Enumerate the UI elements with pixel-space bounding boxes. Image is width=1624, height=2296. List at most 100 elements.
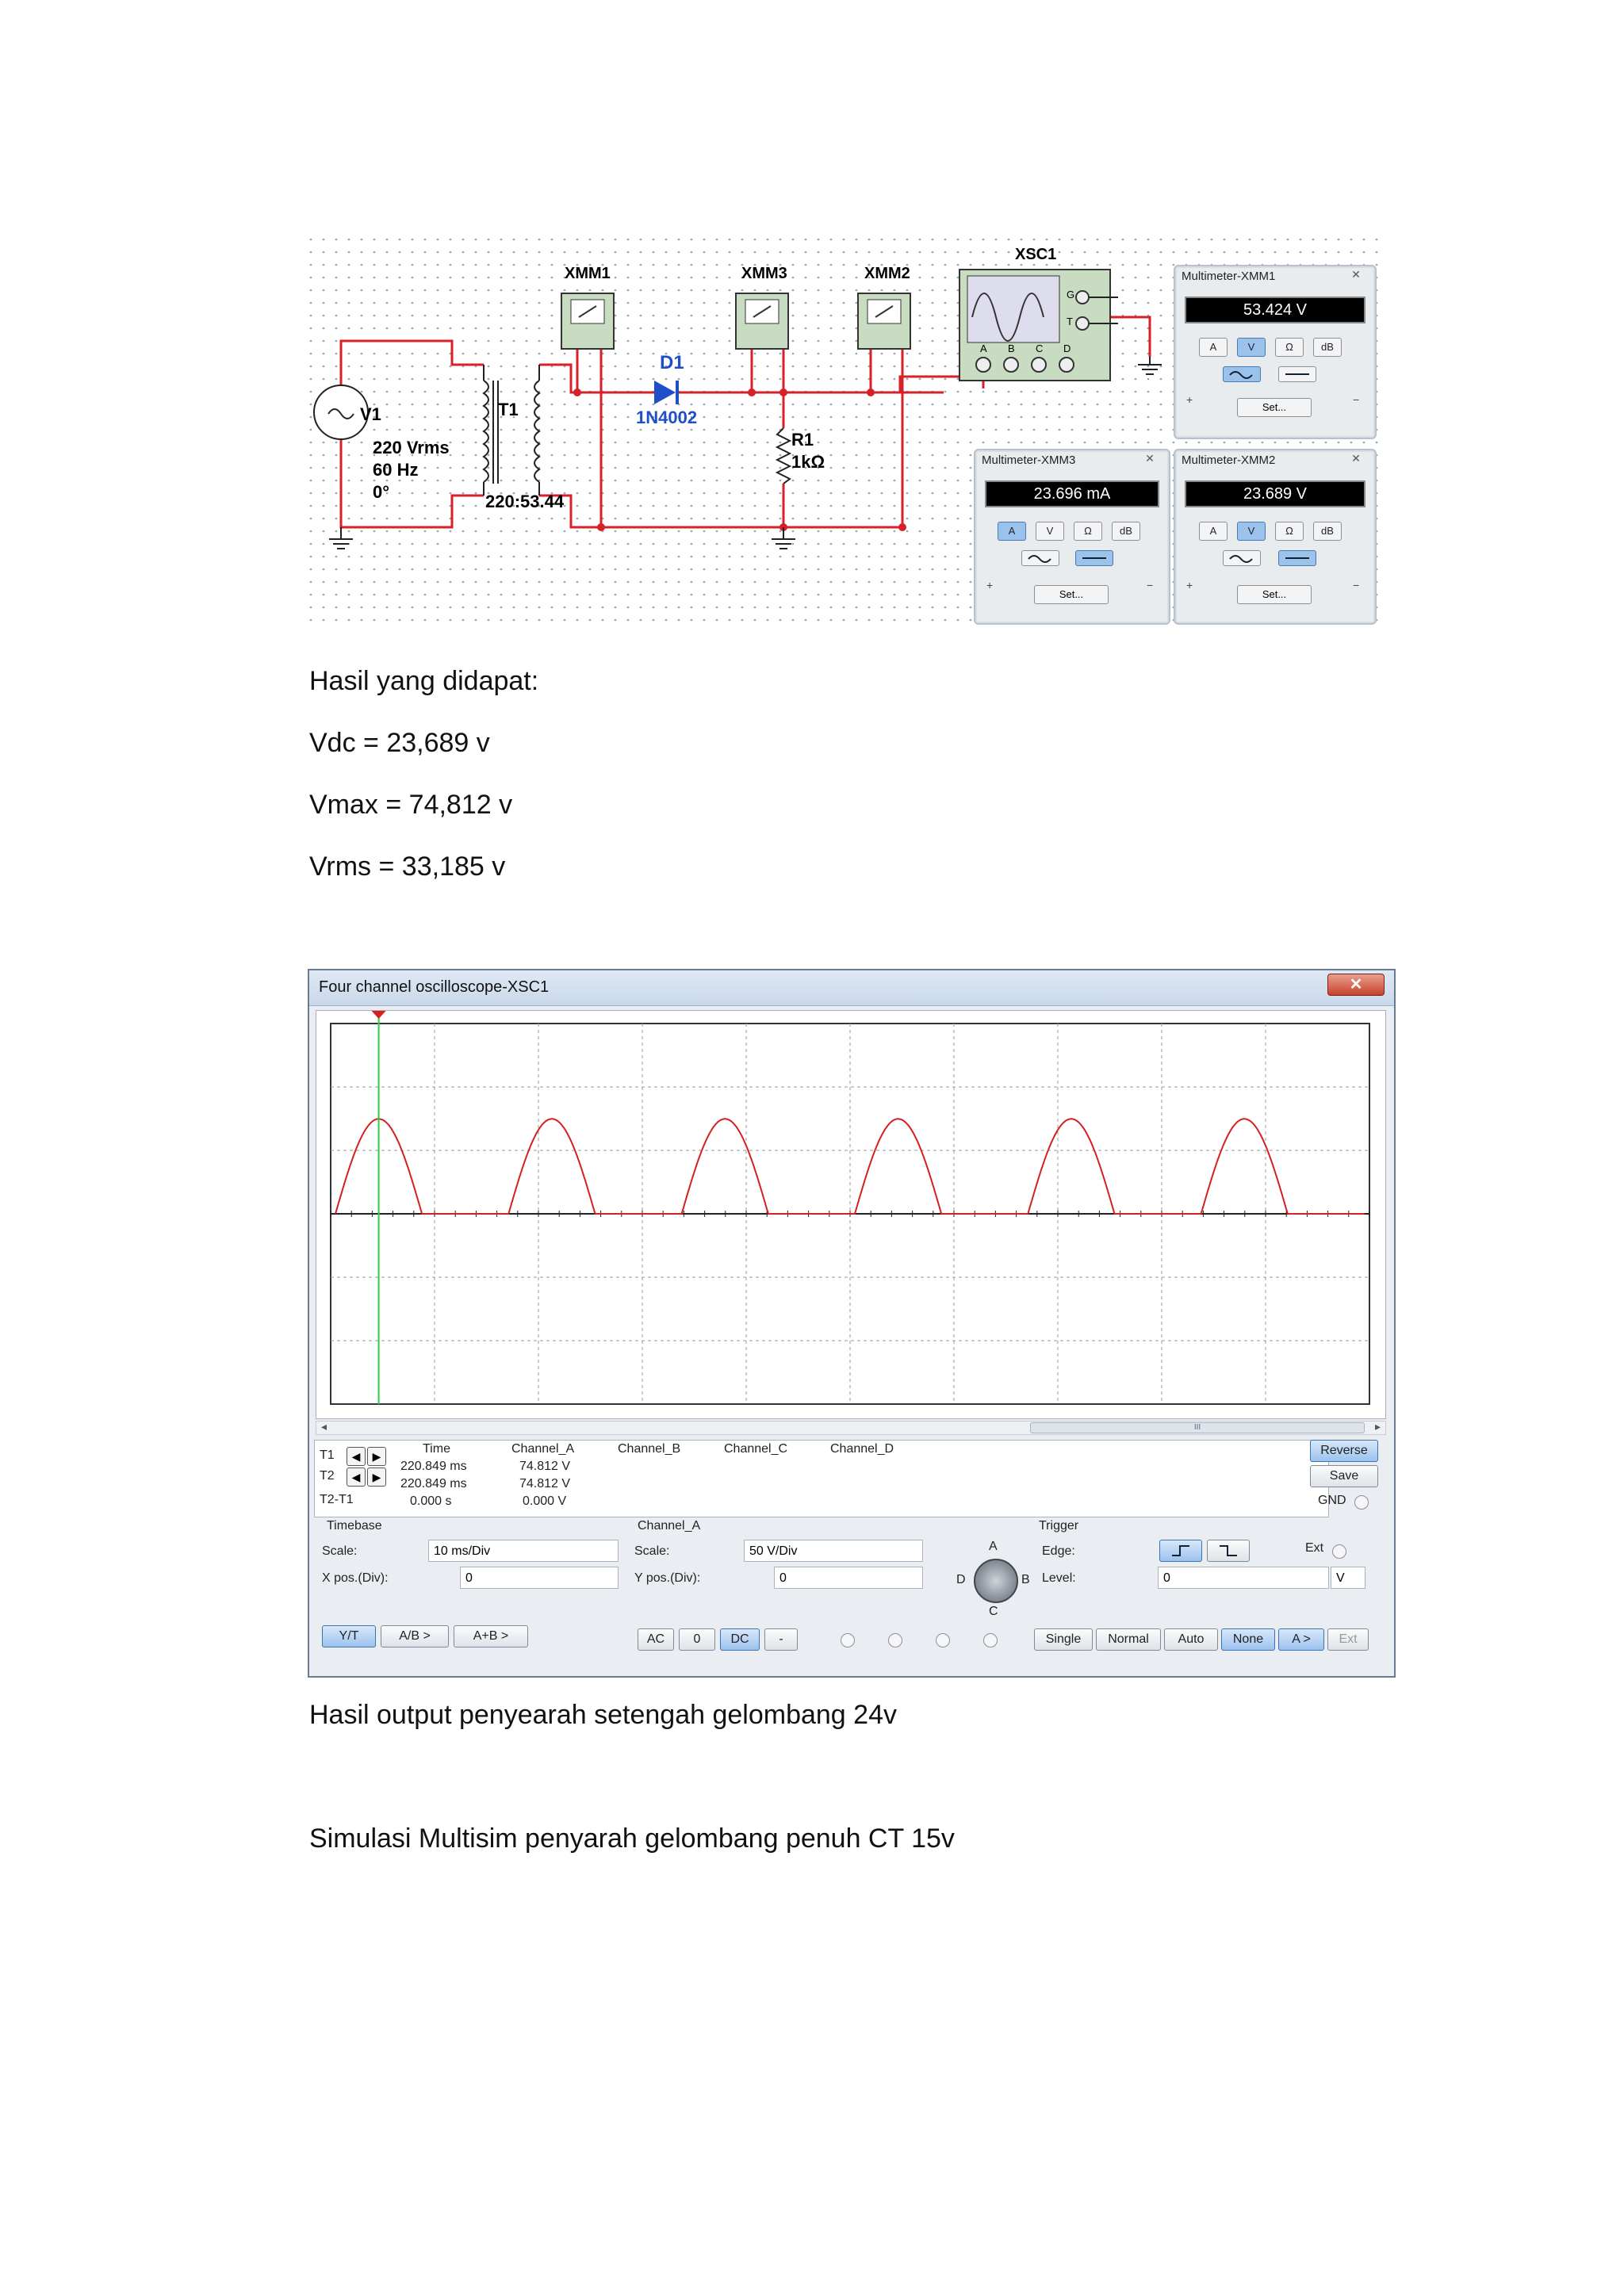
decibel-mode-button[interactable]: dB <box>1112 522 1140 541</box>
scope-g-terminal: G <box>1067 289 1075 300</box>
reverse-button[interactable]: Reverse <box>1310 1440 1378 1462</box>
scroll-right-icon[interactable]: ▸ <box>1374 1420 1381 1433</box>
ohmmeter-mode-button[interactable]: Ω <box>1275 522 1304 541</box>
trigger-ext-label: Ext <box>1305 1541 1324 1555</box>
ac-mode-button[interactable] <box>1021 550 1059 566</box>
scope-t-terminal: T <box>1067 316 1073 327</box>
channel-d-terminal[interactable] <box>983 1633 998 1647</box>
multimeter-title: Multimeter-XMM3 <box>982 453 1076 467</box>
trigger-source-ext-button[interactable]: Ext <box>1327 1628 1369 1651</box>
t2-left-arrow-icon[interactable]: ◀ <box>347 1468 366 1487</box>
trigger-level-label: Level: <box>1042 1571 1076 1585</box>
t1-right-arrow-icon[interactable]: ▶ <box>367 1447 386 1466</box>
auto-trigger-button[interactable]: Auto <box>1164 1628 1218 1651</box>
knob-b-label: B <box>1021 1573 1030 1586</box>
rising-edge-button[interactable] <box>1159 1540 1202 1562</box>
oscilloscope-window[interactable]: Four channel oscilloscope-XSC1 ✕ ◂ III ▸… <box>308 969 1396 1678</box>
decibel-mode-button[interactable]: dB <box>1313 338 1342 357</box>
ac-coupling-button[interactable]: AC <box>638 1628 674 1651</box>
channel-c-terminal[interactable] <box>936 1633 950 1647</box>
yt-mode-button[interactable]: Y/T <box>322 1625 376 1647</box>
window-titlebar[interactable]: Four channel oscilloscope-XSC1 ✕ <box>309 970 1394 1006</box>
dc-line-icon <box>1082 557 1106 559</box>
trigger-edge-label: Edge: <box>1042 1544 1075 1558</box>
multimeter-reading: 53.424 V <box>1185 297 1365 323</box>
save-button[interactable]: Save <box>1310 1465 1378 1487</box>
ac-mode-button[interactable] <box>1223 550 1261 566</box>
decibel-mode-button[interactable]: dB <box>1313 522 1342 541</box>
ac-mode-button[interactable] <box>1223 366 1261 382</box>
cursor-t1-label: T1 <box>320 1448 335 1462</box>
timebase-heading: Timebase <box>327 1519 382 1533</box>
x-position-field[interactable]: 0 <box>460 1567 619 1589</box>
close-icon[interactable]: ✕ <box>1351 268 1361 281</box>
none-trigger-button[interactable]: None <box>1221 1628 1275 1651</box>
ext-trigger-terminal[interactable] <box>1332 1544 1346 1559</box>
ac-wave-icon <box>1028 555 1051 563</box>
close-icon[interactable]: ✕ <box>1145 452 1155 465</box>
dc-mode-button[interactable] <box>1278 550 1316 566</box>
multimeter-reading: 23.689 V <box>1185 480 1365 507</box>
channel-scale-field[interactable]: 50 V/Div <box>744 1540 923 1562</box>
scrollbar-thumb[interactable]: III <box>1030 1422 1365 1433</box>
gnd-label: GND <box>1318 1494 1346 1507</box>
channel-d-column-header: Channel_D <box>830 1442 894 1456</box>
dc-mode-button[interactable] <box>1278 366 1316 382</box>
ohmmeter-mode-button[interactable]: Ω <box>1074 522 1102 541</box>
voltmeter-mode-button[interactable]: V <box>1237 338 1266 357</box>
positive-terminal: + <box>986 579 994 591</box>
timebase-scale-label: Scale: <box>322 1544 358 1558</box>
d1-model-label: 1N4002 <box>636 408 698 427</box>
cursor-delta-label: T2-T1 <box>320 1493 354 1506</box>
set-button[interactable]: Set... <box>1237 585 1312 604</box>
ammeter-mode-button[interactable]: A <box>998 522 1026 541</box>
channel-a-terminal[interactable] <box>841 1633 855 1647</box>
horizontal-scrollbar[interactable]: ◂ III ▸ <box>316 1420 1386 1435</box>
voltmeter-mode-button[interactable]: V <box>1237 522 1266 541</box>
negative-terminal: − <box>1353 579 1360 591</box>
scroll-left-icon[interactable]: ◂ <box>321 1420 327 1433</box>
y-position-field[interactable]: 0 <box>774 1567 923 1589</box>
falling-edge-button[interactable] <box>1207 1540 1250 1562</box>
multimeter-xmm1-panel[interactable]: Multimeter-XMM1 ✕ 53.424 V A V Ω dB + Se… <box>1174 265 1377 439</box>
vrms-result: Vrms = 33,185 v <box>309 851 506 882</box>
t2-time-value: 220.849 ms <box>400 1477 467 1490</box>
channel-c-column-header: Channel_C <box>724 1442 788 1456</box>
v1-frequency-label: 60 Hz <box>373 460 419 480</box>
channel-b-terminal[interactable] <box>888 1633 902 1647</box>
dc-line-icon <box>1285 373 1309 375</box>
channel-selector-knob[interactable] <box>974 1559 1018 1603</box>
window-title: Four channel oscilloscope-XSC1 <box>319 978 550 996</box>
channel-a-column-header: Channel_A <box>511 1442 575 1456</box>
dc-line-icon <box>1285 557 1309 559</box>
t2-channel-a-value: 74.812 V <box>519 1477 571 1490</box>
timebase-scale-field[interactable]: 10 ms/Div <box>428 1540 619 1562</box>
ohmmeter-mode-button[interactable]: Ω <box>1275 338 1304 357</box>
ab-mode-button[interactable]: A/B > <box>381 1625 449 1647</box>
falling-edge-icon <box>1220 1545 1237 1556</box>
window-close-button[interactable]: ✕ <box>1327 974 1385 996</box>
zero-coupling-button[interactable]: 0 <box>679 1628 715 1651</box>
voltmeter-mode-button[interactable]: V <box>1036 522 1064 541</box>
set-button[interactable]: Set... <box>1237 398 1312 417</box>
multimeter-xmm2-panel[interactable]: Multimeter-XMM2 ✕ 23.689 V A V Ω dB + Se… <box>1174 449 1377 625</box>
ammeter-mode-button[interactable]: A <box>1199 522 1228 541</box>
t2-right-arrow-icon[interactable]: ▶ <box>367 1468 386 1487</box>
close-icon[interactable]: ✕ <box>1351 452 1361 465</box>
trigger-level-unit[interactable]: V <box>1331 1567 1365 1589</box>
trigger-source-a-button[interactable]: A > <box>1278 1628 1324 1651</box>
t1-left-arrow-icon[interactable]: ◀ <box>347 1447 366 1466</box>
trigger-level-field[interactable]: 0 <box>1158 1567 1329 1589</box>
multimeter-title: Multimeter-XMM2 <box>1182 453 1276 467</box>
normal-trigger-button[interactable]: Normal <box>1096 1628 1161 1651</box>
dc-coupling-button[interactable]: DC <box>720 1628 760 1651</box>
dc-mode-button[interactable] <box>1075 550 1113 566</box>
multimeter-xmm3-panel[interactable]: Multimeter-XMM3 ✕ 23.696 mA A V Ω dB + S… <box>974 449 1170 625</box>
ammeter-mode-button[interactable]: A <box>1199 338 1228 357</box>
single-trigger-button[interactable]: Single <box>1034 1628 1093 1651</box>
xmm3-label: XMM3 <box>741 265 787 282</box>
a-plus-b-mode-button[interactable]: A+B > <box>454 1625 528 1647</box>
invert-button[interactable]: - <box>764 1628 798 1651</box>
set-button[interactable]: Set... <box>1034 585 1109 604</box>
gnd-terminal[interactable] <box>1354 1495 1369 1510</box>
